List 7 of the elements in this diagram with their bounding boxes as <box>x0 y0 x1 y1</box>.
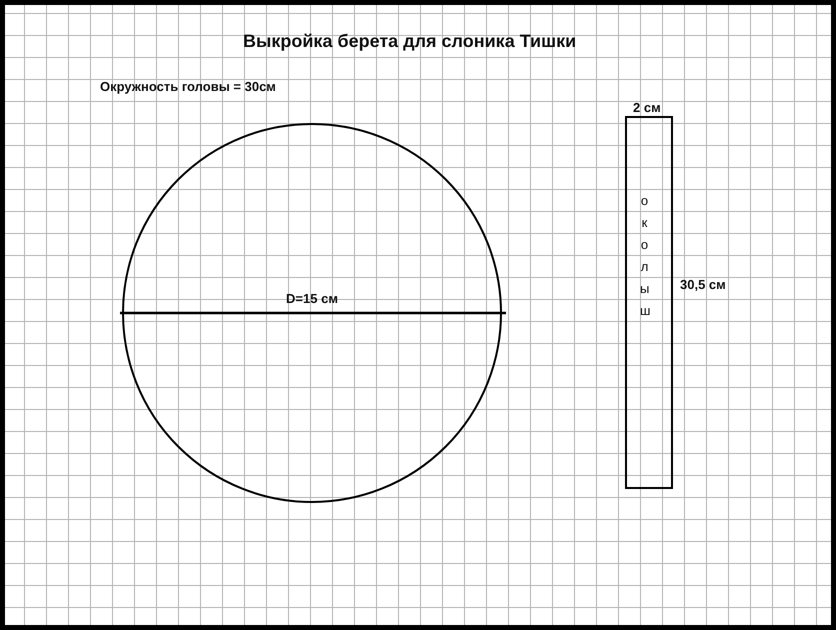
vertical-label: околыш <box>640 192 649 320</box>
dimension-label: D=15 см <box>286 291 338 306</box>
dimension-label: 2 см <box>633 100 661 115</box>
note: Окружность головы = 30см <box>100 79 276 94</box>
pattern-strip <box>625 116 673 489</box>
title: Выкройка берета для слоника Тишки <box>243 31 576 52</box>
dimension-label: 30,5 см <box>680 277 726 292</box>
